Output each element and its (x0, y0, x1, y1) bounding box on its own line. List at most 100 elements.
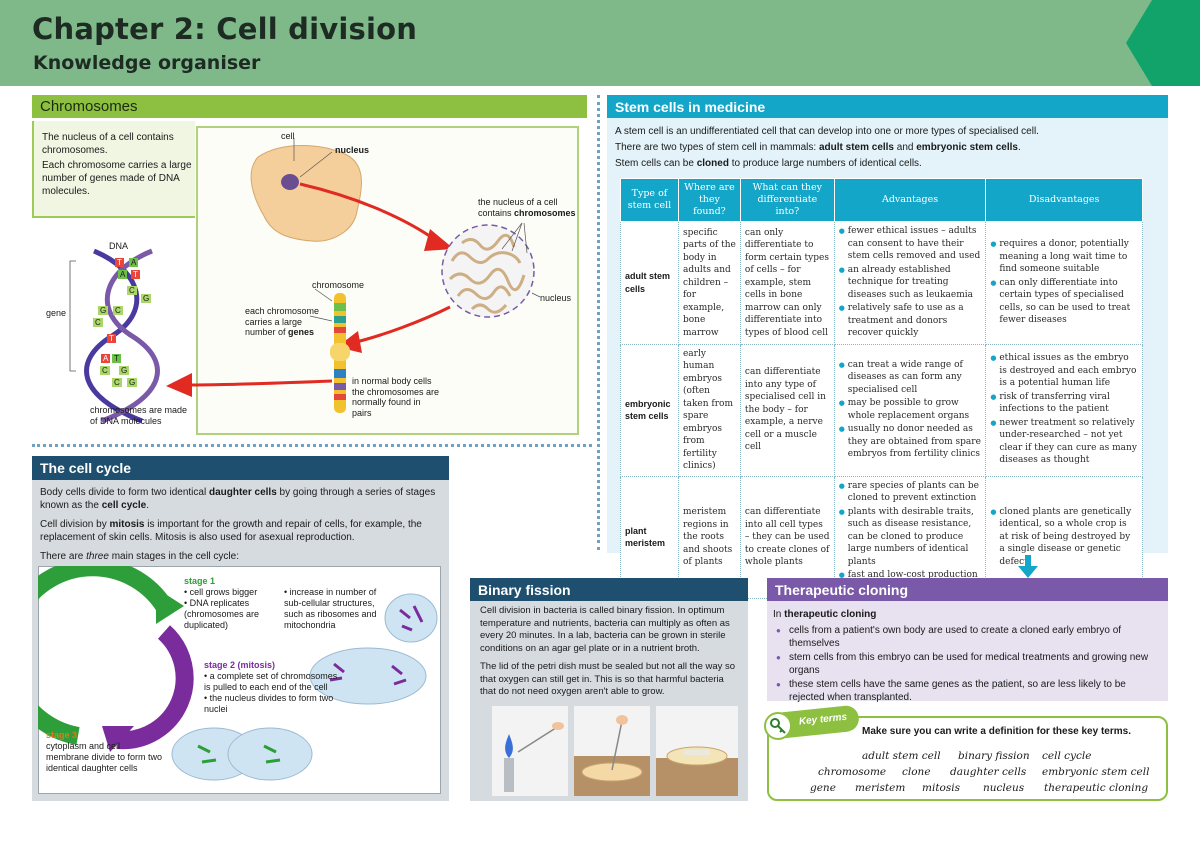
key-icon (764, 712, 792, 740)
list-item: these stem cells have the same genes as … (773, 679, 1163, 704)
label-each-chromosome: each chromosome carries a large number o… (245, 306, 320, 337)
column-header: Disadvantages (985, 178, 1143, 222)
cell-nucleus-shape (281, 174, 299, 190)
stage2-title: stage 2 (mitosis) (204, 660, 276, 670)
row-type: embryonic stem cells (620, 343, 679, 477)
base-letter: C (112, 378, 122, 387)
list-item: cells from a patient's own body are used… (773, 625, 1163, 650)
stem-cells-table: Type of stem cell Where are they found? … (620, 178, 1143, 599)
base-letter: C (113, 306, 123, 315)
key-term: embryonic stem cell (1042, 766, 1150, 778)
base-letter: G (141, 294, 152, 303)
base-letter: T (107, 334, 116, 343)
stage1-list: • cell grows bigger • DNA replicates (ch… (184, 587, 260, 630)
divider (32, 444, 592, 447)
base-letter: T (131, 270, 140, 279)
label-dna: DNA (109, 241, 129, 251)
key-term: daughter cells (950, 766, 1027, 778)
cell-cycle-title: The cell cycle (32, 456, 449, 480)
stem-cells-p1: A stem cell is an undifferentiated cell … (615, 126, 1039, 137)
base-letter: C (127, 286, 137, 295)
chromosomes-intro-2: Each chromosome carries a large number o… (42, 160, 192, 197)
label-nucleus-2: nucleus (540, 293, 572, 303)
label-nucleus: nucleus (335, 145, 370, 155)
cell-cycle-p1: Body cells divide to form two identical … (40, 487, 436, 511)
key-terms-instruction: Make sure you can write a definition for… (862, 726, 1131, 737)
row-where: early human embryos (often taken from sp… (677, 343, 741, 477)
column-header: Advantages (833, 178, 987, 222)
base-letter: C (93, 318, 103, 327)
key-term: clone (902, 766, 931, 778)
column-header: What can they differentiate into? (739, 178, 835, 222)
base-letter: T (112, 354, 121, 363)
column-header: Type of stem cell (620, 178, 679, 222)
list-item: stem cells from this embryo can be used … (773, 652, 1163, 677)
key-term: mitosis (922, 782, 960, 794)
base-letter: G (98, 306, 109, 315)
key-term: adult stem cell (862, 750, 941, 762)
label-made-of-dna: chromosomes are made of DNA molecules (90, 405, 188, 426)
row-what: can only differentiate to form certain t… (739, 221, 835, 345)
chromosomes-intro-box: The nucleus of a cell contains chromosom… (32, 121, 195, 218)
table-row: embryonic stem cells early human embryos… (620, 343, 1143, 477)
label-cell: cell (281, 131, 295, 141)
key-terms-label: Key terms (798, 711, 848, 728)
row-advantages: can treat a wide range of diseases as ca… (833, 343, 987, 477)
label-gene: gene (46, 308, 67, 318)
row-type: adult stem cells (620, 221, 679, 345)
arrow-down-icon (1018, 555, 1038, 578)
chromosomes-title: Chromosomes (32, 95, 587, 118)
page-subtitle: Knowledge organiser (33, 52, 261, 74)
base-letter: G (119, 366, 130, 375)
base-letter: A (118, 270, 128, 279)
base-letter: A (101, 354, 111, 363)
binary-fission-p1: Cell division in bacteria is called bina… (480, 605, 730, 654)
petri-dish-illustrations (492, 706, 738, 796)
binary-fission-title: Binary fission (470, 578, 748, 601)
key-term: cell cycle (1042, 750, 1092, 762)
therapeutic-cloning-intro: In therapeutic cloning (773, 609, 877, 620)
stage3-text: cytoplasm and cell membrane divide to fo… (46, 741, 163, 773)
row-what: can differentiate into any type of speci… (739, 343, 835, 477)
zoomed-nucleus (441, 224, 535, 318)
key-term: therapeutic cloning (1044, 782, 1149, 794)
header-banner (0, 0, 1200, 86)
stem-cells-p2: There are two types of stem cell in mamm… (615, 142, 1021, 153)
key-term: gene (810, 782, 836, 794)
cell-shape (250, 145, 362, 242)
binary-fission-p2: The lid of the petri dish must be sealed… (480, 661, 736, 697)
row-where: specific parts of the body in adults and… (677, 221, 741, 345)
stage1-title: stage 1 (184, 576, 216, 586)
stage1-list-right: • increase in number of sub-cellular str… (284, 587, 377, 630)
row-advantages: fewer ethical issues – adults can consen… (833, 221, 987, 345)
cell-cycle-p3: There are three main stages in the cell … (40, 551, 239, 562)
key-term: meristem (855, 782, 906, 794)
stage2-list: • a complete set of chromosomes is pulle… (204, 671, 338, 714)
row-disadvantages: requires a donor, potentially meaning a … (985, 221, 1143, 345)
chevron-right-icon (1126, 0, 1200, 86)
label-normal-cells: in normal body cells the chromosomes are… (352, 376, 440, 418)
key-term: nucleus (983, 782, 1025, 794)
cell-cycle-graphic (38, 566, 438, 781)
stage3-title: stage 3 (46, 730, 78, 740)
chromosomes-intro-1: The nucleus of a cell contains chromosom… (42, 132, 174, 156)
chromosome-shape (330, 293, 350, 413)
stem-cells-title: Stem cells in medicine (607, 95, 1168, 118)
label-nucleus-contains: the nucleus of a cell contains chromosom… (478, 197, 576, 218)
stem-cells-p3: Stem cells can be cloned to produce larg… (615, 158, 922, 169)
page-title: Chapter 2: Cell division (32, 12, 418, 46)
base-letter: A (129, 258, 139, 267)
base-letter: G (127, 378, 138, 387)
cell-cycle-p2: Cell division by mitosis is important fo… (40, 519, 422, 543)
table-header-row: Type of stem cell Where are they found? … (620, 178, 1143, 222)
table-row: adult stem cells specific parts of the b… (620, 221, 1143, 345)
label-chromosome: chromosome (312, 280, 365, 290)
key-term: chromosome (818, 766, 887, 778)
therapeutic-cloning-title: Therapeutic cloning (767, 578, 1168, 601)
base-letter: C (100, 366, 110, 375)
base-letter: T (115, 258, 124, 267)
divider (597, 95, 600, 550)
row-disadvantages: ethical issues as the embryo is destroye… (985, 343, 1143, 477)
therapeutic-cloning-box: In therapeutic cloning cells from a pati… (767, 601, 1168, 704)
chromosomes-diagram (69, 138, 541, 424)
